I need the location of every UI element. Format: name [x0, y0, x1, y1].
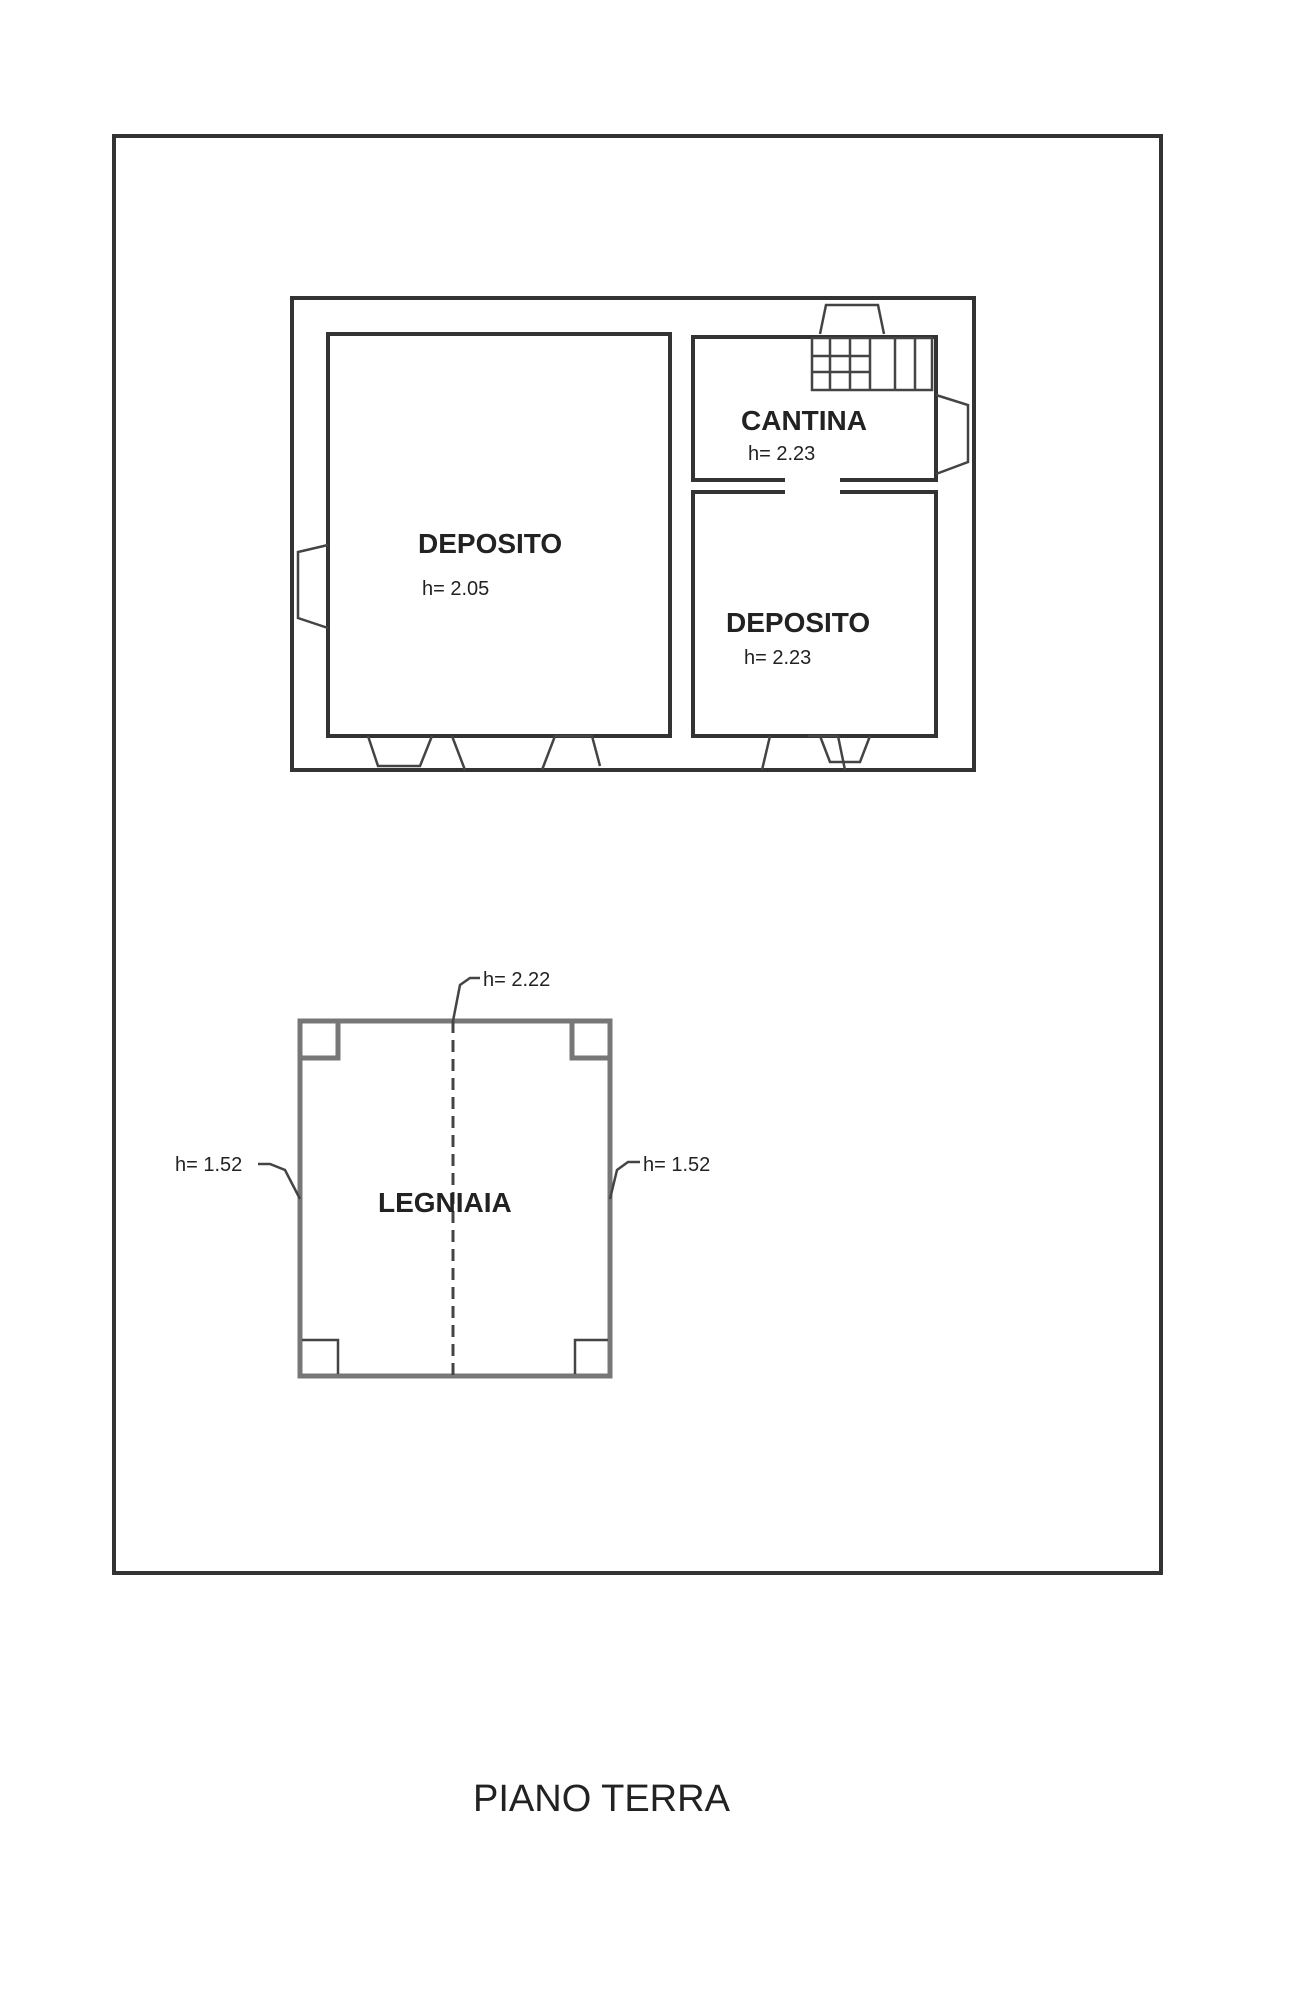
building-outer-wall	[290, 296, 976, 772]
post-se	[573, 1338, 608, 1374]
room-height-deposito-large: h= 2.05	[422, 578, 489, 600]
post-sw	[302, 1338, 340, 1374]
window-south-4	[818, 735, 872, 764]
leader-right	[608, 1160, 640, 1200]
window-south-2	[450, 734, 602, 771]
window-east	[935, 393, 970, 476]
window-south-3	[760, 734, 847, 771]
shed-height-center: h= 2.22	[483, 969, 550, 991]
room-label-cantina: CANTINA	[741, 405, 867, 436]
stairs	[810, 303, 934, 392]
legnaia-shed: LEGNIAIA h= 2.22 h= 1.52 h= 1.52	[175, 969, 710, 1380]
door-opening	[785, 476, 840, 496]
sheet-frame	[112, 134, 1163, 1575]
room-deposito-large	[326, 332, 672, 738]
window-west	[296, 543, 329, 630]
room-height-cantina: h= 2.23	[748, 443, 815, 465]
shed-label: LEGNIAIA	[378, 1187, 512, 1218]
post-ne	[569, 1023, 608, 1061]
window-south-1	[366, 735, 434, 768]
shed-height-left: h= 1.52	[175, 1154, 242, 1176]
leader-center	[451, 976, 480, 1022]
room-label-deposito-small: DEPOSITO	[726, 607, 870, 638]
room-height-deposito-small: h= 2.23	[744, 647, 811, 669]
post-nw	[302, 1023, 341, 1061]
room-label-deposito-large: DEPOSITO	[418, 528, 562, 559]
main-building: DEPOSITO h= 2.05 CANTINA h= 2.23 DEPOSIT…	[290, 296, 976, 772]
shed-height-right: h= 1.52	[643, 1154, 710, 1176]
leader-left	[258, 1162, 302, 1200]
plan-title: PIANO TERRA	[473, 1778, 731, 1820]
